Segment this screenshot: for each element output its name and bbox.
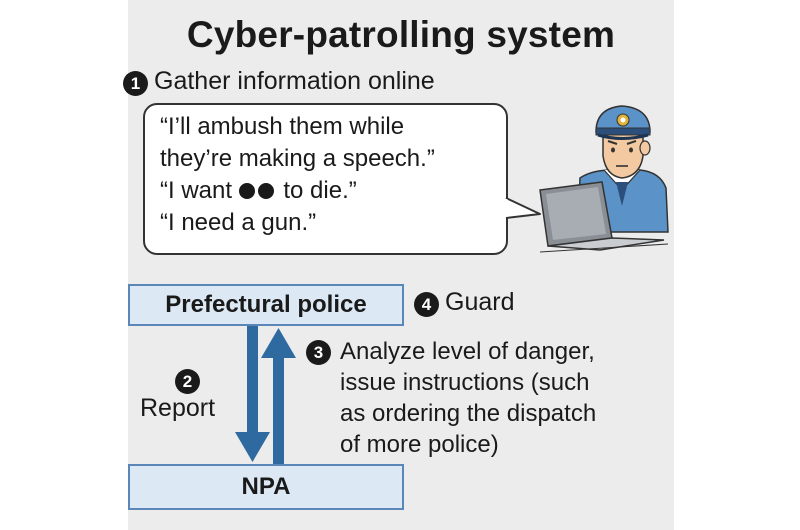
step-4-marker: 4 [414, 292, 439, 317]
npa-box: NPA [128, 464, 404, 510]
bubble-line-3-end: to die.” [276, 177, 357, 204]
report-arrow-down-icon [235, 326, 270, 462]
redaction-dot-icon [238, 183, 255, 199]
step-4-label: Guard [445, 288, 515, 316]
bubble-line-2: they’re making a speech.” [160, 145, 435, 172]
prefectural-police-box: Prefectural police [128, 284, 404, 326]
diagram-title: Cyber-patrolling system [186, 14, 616, 55]
step-3-line-4: of more police) [340, 431, 499, 458]
bubble-line-1: “I’ll ambush them while [160, 113, 405, 140]
step-3-text: Analyze level of danger, issue instructi… [340, 336, 596, 460]
step-1-marker: 1 [123, 71, 148, 96]
bubble-line-3-start: “I want [160, 177, 239, 204]
instructions-arrow-up-icon [261, 328, 296, 464]
step-3-line-1: Analyze level of danger, [340, 338, 595, 365]
step-2-marker: 2 [175, 369, 200, 394]
step-3-line-3: as ordering the dispatch [340, 400, 597, 427]
speech-bubble: “I’ll ambush them while they’re making a… [143, 103, 508, 255]
step-3-marker: 3 [306, 340, 331, 365]
background-panel [128, 0, 674, 530]
redaction-dot-icon [257, 183, 274, 199]
step-3-line-2: issue instructions (such [340, 369, 590, 396]
bubble-line-4: “I need a gun.” [160, 209, 317, 236]
bubble-line-3: “I want to die.” [160, 177, 357, 205]
step-2-label: Report [140, 394, 216, 422]
step-1-label: Gather information online [154, 67, 435, 95]
